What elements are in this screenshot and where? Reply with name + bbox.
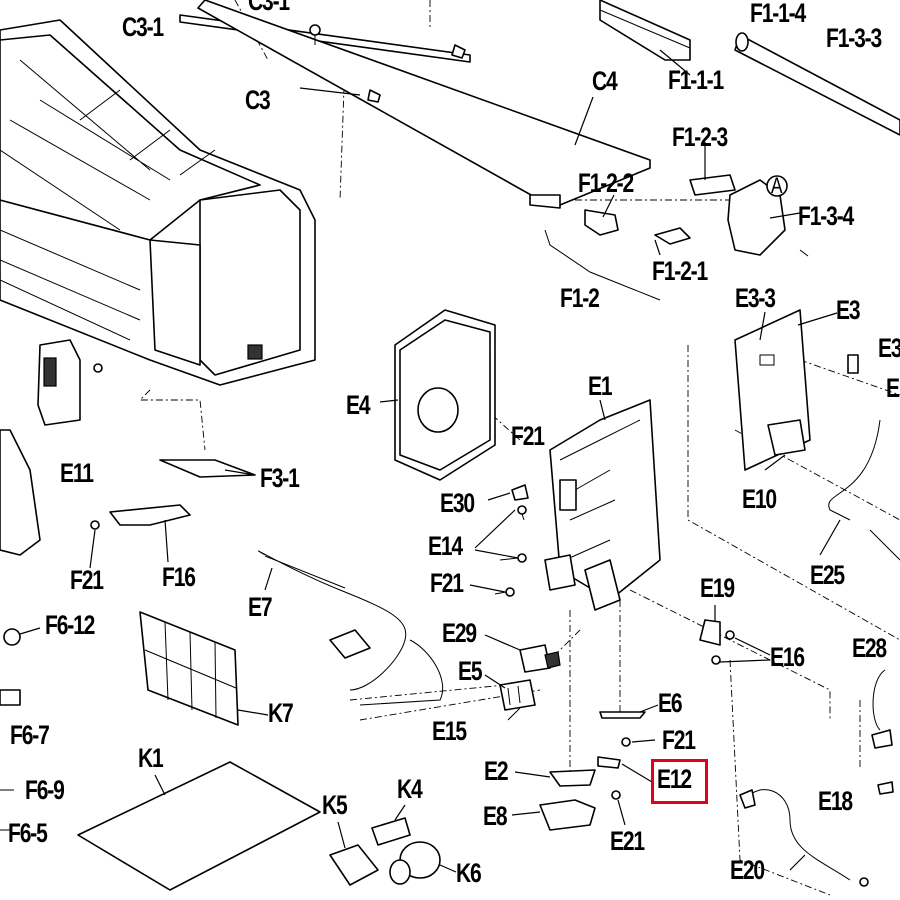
label-f21-c: F21: [70, 565, 104, 595]
e4-cover: [394, 309, 496, 481]
f6-fittings: [0, 628, 21, 831]
label-e15: E15: [432, 716, 467, 746]
label-f1-2-1: F1-2-1: [652, 256, 708, 286]
label-e12: E12: [657, 764, 692, 794]
label-c4: C4: [592, 66, 618, 96]
label-c3-1: C3-1: [122, 12, 164, 42]
bottom-center-parts: [539, 711, 646, 831]
label-e25: E25: [810, 560, 845, 590]
label-k5: K5: [322, 790, 348, 820]
label-e8: E8: [483, 801, 508, 831]
label-e21: E21: [610, 826, 645, 856]
indoor-unit-body: [0, 19, 316, 386]
label-f1-1-4: F1-1-4: [750, 0, 806, 28]
label-f6-12: F6-12: [45, 610, 95, 640]
fan-shaft-assembly: [599, 0, 900, 136]
label-f21-d: F21: [662, 725, 696, 755]
label-f21-b: F21: [430, 568, 464, 598]
f3-f16-parts: [109, 459, 256, 526]
label-f16: F16: [162, 562, 196, 592]
label-e11: E11: [60, 458, 94, 488]
e3-pcb: [734, 309, 900, 561]
accessory-kits: [77, 761, 441, 891]
e12-highlight-box: [651, 759, 708, 804]
label-e4: E4: [346, 390, 371, 420]
side-cover: [0, 429, 41, 556]
label-f1-2-2: F1-2-2: [578, 168, 634, 198]
label-k6: K6: [456, 858, 482, 888]
label-e30: E30: [440, 488, 475, 518]
label-c3-1-top: C3-1: [248, 0, 290, 16]
label-e29: E29: [442, 618, 477, 648]
leader-lines: [19, 49, 841, 873]
label-e-edge: E: [886, 373, 900, 403]
label-e6: E6: [658, 688, 683, 718]
label-e14: E14: [428, 531, 463, 561]
label-e3-3: E3-3: [735, 283, 776, 313]
label-e10: E10: [742, 484, 777, 514]
label-f6-7: F6-7: [10, 720, 50, 750]
label-e28: E28: [852, 633, 887, 663]
louver-rods: [179, 0, 651, 209]
label-e16: E16: [770, 642, 805, 672]
label-f21-a: F21: [511, 421, 545, 451]
label-f1-3-3: F1-3-3: [826, 23, 882, 53]
label-e2: E2: [484, 756, 509, 786]
e7-cable: [257, 550, 444, 706]
label-e19: E19: [700, 573, 735, 603]
label-f3-1: F3-1: [260, 463, 300, 493]
label-k4: K4: [397, 774, 423, 804]
label-e3: E3: [836, 295, 861, 325]
label-f6-9: F6-9: [25, 775, 65, 805]
label-e3-edge: E3: [878, 333, 900, 363]
label-e20: E20: [730, 855, 765, 885]
e12-part: [597, 756, 621, 769]
label-e1: E1: [588, 371, 613, 401]
label-f6-5: F6-5: [8, 818, 48, 848]
label-k7: K7: [268, 698, 294, 728]
e19-bracket: [699, 619, 721, 646]
motor-parts: [544, 174, 809, 301]
label-e7: E7: [248, 592, 273, 622]
label-k1: K1: [138, 743, 164, 773]
label-e18: E18: [818, 786, 853, 816]
label-f1-2-3: F1-2-3: [672, 122, 728, 152]
label-f1-2: F1-2: [560, 283, 600, 313]
label-c3: C3: [245, 85, 271, 115]
label-f1-3-4: F1-3-4: [798, 201, 854, 231]
label-f1-1-1: F1-1-1: [668, 65, 724, 95]
e11-display: [37, 339, 81, 426]
right-side-parts: [739, 669, 894, 881]
e1-electric-box: [544, 399, 661, 611]
label-a: A: [771, 173, 782, 198]
k7-filter: [139, 611, 239, 726]
terminal-block: [499, 644, 561, 711]
label-e5: E5: [458, 656, 483, 686]
